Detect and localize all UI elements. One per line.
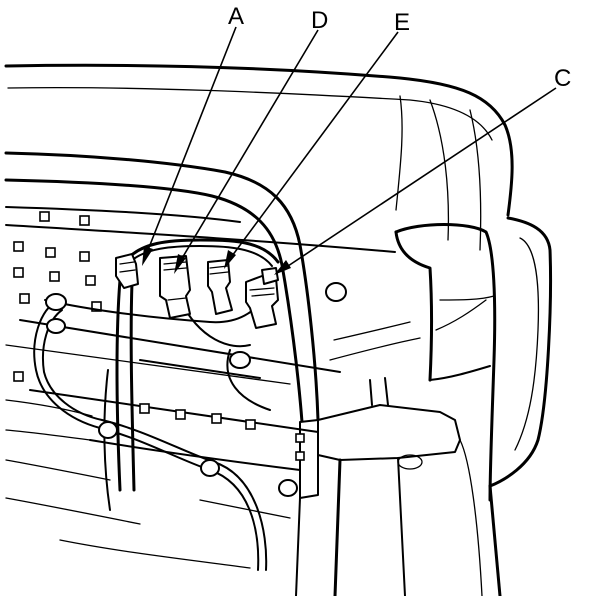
connector-d [159, 255, 191, 319]
mounting-plate [5, 211, 421, 471]
harness-clip [325, 282, 347, 302]
arrowhead-a [142, 246, 153, 266]
plate-hole [245, 419, 256, 430]
plate-hole [39, 211, 50, 222]
plate-hole [295, 451, 305, 461]
arrowhead-c [274, 260, 291, 275]
harness-clip [98, 421, 118, 439]
plate-hole [19, 293, 30, 304]
callout-d: D [311, 7, 328, 34]
plate-hole [49, 271, 60, 282]
leader-d [174, 29, 319, 274]
leader-e [224, 31, 399, 269]
harness-clip [46, 318, 66, 334]
harness-clip [229, 351, 251, 369]
arrowhead-e [224, 250, 236, 269]
plate-hole [13, 267, 24, 278]
arrowhead-d [174, 254, 186, 274]
plate-hole [13, 371, 24, 382]
connector-c [245, 267, 279, 329]
plate-hole [13, 241, 24, 252]
plate-hole [79, 251, 90, 262]
leader-a [142, 26, 237, 266]
wire-harness [33, 238, 280, 571]
leader-c [274, 87, 557, 275]
callout-a: A [228, 3, 244, 30]
side-bracket [295, 377, 502, 596]
harness-clip [45, 293, 67, 311]
harness-clips [45, 282, 347, 497]
plate-hole [139, 403, 150, 414]
left-lower-panel [5, 399, 291, 569]
plate-hole [45, 247, 56, 258]
plate-hole [85, 275, 96, 286]
connector-a [115, 253, 139, 289]
seat-frame-tube [4, 151, 320, 424]
side-trim-panel [394, 216, 552, 502]
seat-back-outline [4, 63, 514, 251]
plate-hole [295, 433, 305, 443]
callout-c: C [554, 65, 571, 92]
harness-clip [200, 459, 220, 477]
harness-clip [278, 479, 298, 497]
plate-hole [175, 409, 186, 420]
connector-e [207, 259, 233, 315]
plate-hole [91, 301, 102, 312]
plate-hole [79, 215, 90, 226]
callout-e: E [394, 9, 410, 36]
plate-hole [211, 413, 222, 424]
